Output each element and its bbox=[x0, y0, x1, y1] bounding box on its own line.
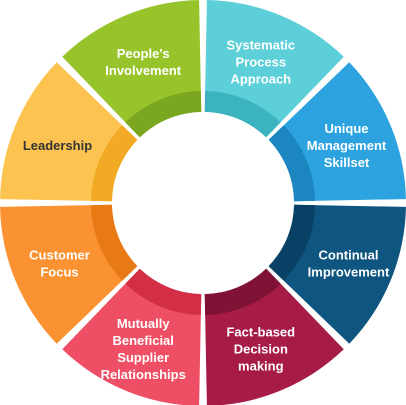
ring-band-unique-management-skillset bbox=[268, 125, 315, 202]
ring-band-mutually-beneficial-supplier-relationships bbox=[125, 268, 202, 315]
label-line: Systematic bbox=[226, 38, 295, 53]
label-line: Customer bbox=[29, 247, 90, 262]
label-leadership: Leadership bbox=[23, 138, 92, 153]
label-line: Beneficial bbox=[112, 333, 173, 348]
center-circle bbox=[112, 112, 294, 294]
label-line: Decision bbox=[234, 342, 288, 357]
ring-band-fact-based-decision-making bbox=[204, 268, 281, 315]
label-line: Relationships bbox=[101, 367, 186, 382]
label-line: Management bbox=[307, 138, 387, 153]
label-line: Fact-based bbox=[226, 325, 295, 340]
ring-band-continual-improvement bbox=[268, 204, 315, 281]
label-line: Focus bbox=[40, 264, 78, 279]
label-line: People's bbox=[117, 46, 170, 61]
label-line: Improvement bbox=[308, 264, 390, 279]
label-line: Skillset bbox=[324, 155, 370, 170]
label-line: Continual bbox=[319, 247, 379, 262]
label-line: Supplier bbox=[117, 350, 169, 365]
label-line: Unique bbox=[324, 121, 368, 136]
label-line: Involvement bbox=[105, 63, 182, 78]
label-line: making bbox=[238, 359, 284, 374]
label-line: Mutually bbox=[117, 316, 170, 331]
label-line: Approach bbox=[230, 72, 291, 87]
inner-ring bbox=[91, 91, 315, 315]
label-line: Process bbox=[236, 55, 287, 70]
label-line: Leadership bbox=[23, 138, 92, 153]
ring-band-systematic-process-approach bbox=[204, 91, 281, 138]
ring-band-peoples-involvement bbox=[125, 91, 202, 138]
ring-band-leadership bbox=[91, 125, 138, 202]
ring-band-customer-focus bbox=[91, 204, 138, 281]
